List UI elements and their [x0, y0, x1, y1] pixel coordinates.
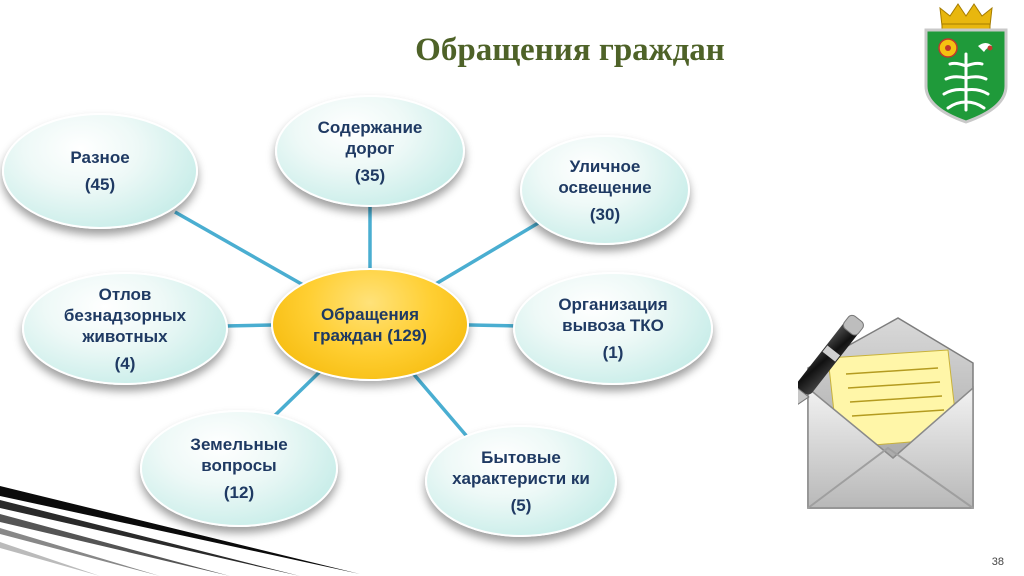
topic-bubble-stray-animals: Отлов безнадзорных животных (4)	[22, 272, 228, 385]
topic-label: Отлов безнадзорных животных	[63, 284, 187, 346]
topic-bubble-household: Бытовые характеристи ки (5)	[425, 425, 617, 537]
slide-title: Обращения граждан	[415, 32, 725, 68]
topic-label: Организация вывоза ТКО	[558, 295, 668, 335]
envelope-pen-icon	[798, 314, 974, 509]
topic-bubble-waste-removal: Организация вывоза ТКО (1)	[513, 272, 713, 385]
center-bubble: Обращения граждан (129)	[271, 268, 469, 381]
topic-count: (30)	[589, 204, 621, 224]
coat-of-arms-icon	[924, 3, 1008, 124]
topic-label: Земельные вопросы	[190, 435, 288, 475]
topic-count: (12)	[223, 483, 255, 502]
topic-label: Разное	[70, 148, 130, 167]
topic-bubble-street-lighting: Уличное освещение (30)	[520, 135, 690, 245]
topic-count: (45)	[84, 175, 116, 194]
center-label: Обращения граждан (129)	[313, 304, 427, 345]
topic-count: (4)	[114, 353, 136, 373]
decorative-stripes	[0, 486, 360, 576]
topic-bubble-misc: Разное (45)	[2, 113, 198, 229]
topic-count: (1)	[602, 343, 624, 362]
topic-label: Уличное освещение	[558, 156, 652, 197]
topic-count: (5)	[510, 495, 532, 515]
topic-label: Содержание дорог	[317, 117, 423, 158]
topic-bubble-land: Земельные вопросы (12)	[140, 410, 338, 527]
topic-count: (35)	[354, 165, 386, 185]
topic-label: Бытовые характеристи ки	[452, 447, 590, 488]
page-number: 38	[991, 556, 1004, 568]
topic-bubble-roads: Содержание дорог (35)	[275, 95, 465, 207]
